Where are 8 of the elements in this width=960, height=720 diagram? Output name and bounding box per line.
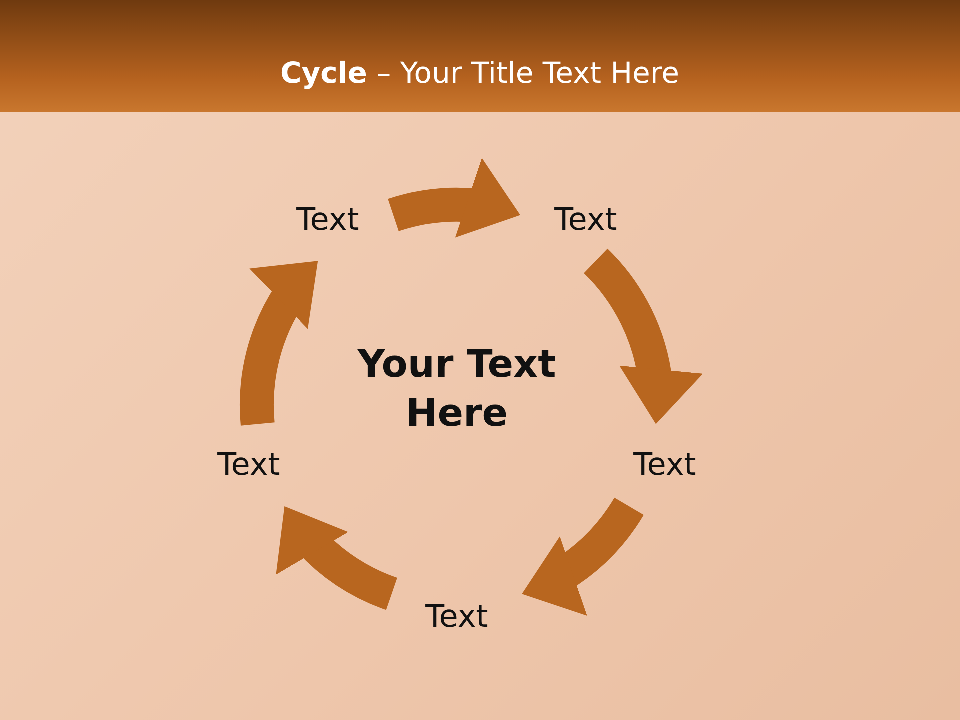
node-label: Text [426,599,488,635]
curved-arrow [583,250,700,425]
center-text: Your Text Here [358,342,556,436]
node-label: Text [554,202,618,238]
node-label: Text [296,202,360,238]
slide-title: Cycle – Your Title Text Here [280,56,680,90]
node-label: Text [634,447,696,483]
node-label: Text [218,447,280,483]
